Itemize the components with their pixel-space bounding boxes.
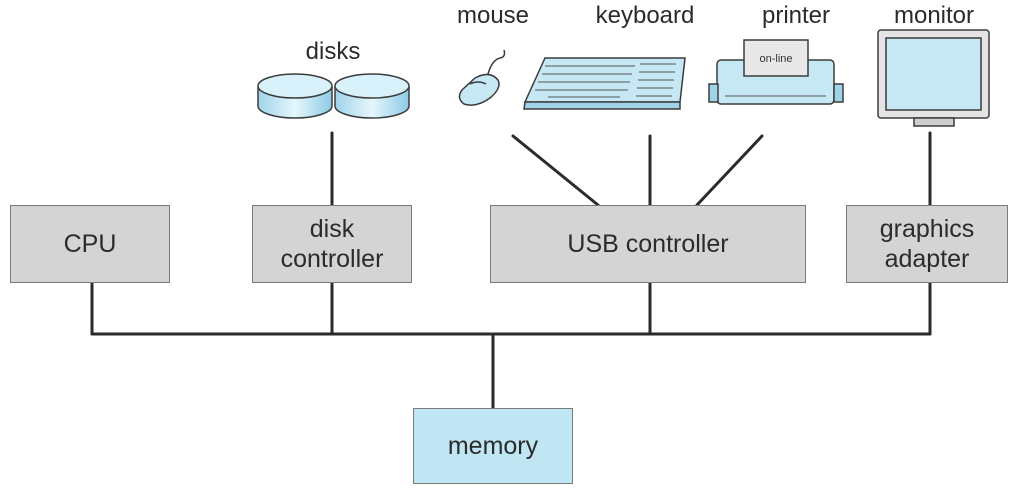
graphics-adapter-label-line2: adapter [884, 245, 970, 273]
monitor-icon [877, 29, 990, 127]
mouse-icon [458, 49, 506, 106]
disk-drive-icon [257, 73, 410, 119]
printer-screen-text: on-line [759, 53, 792, 65]
disk-controller-box: disk controller [252, 205, 412, 283]
disk-left-icon [257, 73, 333, 119]
graphics-adapter-box: graphics adapter [846, 205, 1008, 283]
mouse-label: mouse [456, 2, 530, 29]
printer-icon: on-line [708, 39, 844, 105]
mouse-link [511, 134, 600, 207]
keyboard-keys [535, 63, 676, 98]
graphics-adapter-label-line1: graphics [879, 215, 975, 243]
disks-label: disks [305, 38, 361, 65]
usb-controller-box: USB controller [490, 205, 806, 283]
disk-controller-label-line2: controller [280, 245, 384, 273]
disk-controller-label-line1: disk [309, 215, 355, 243]
monitor-label: monitor [893, 2, 975, 29]
printer-label: printer [761, 2, 831, 29]
printer-link [695, 134, 764, 207]
memory-box: memory [413, 408, 573, 484]
cpu-label: CPU [63, 230, 117, 258]
keyboard-icon [523, 57, 686, 110]
keyboard-label: keyboard [595, 2, 695, 29]
usb-controller-label: USB controller [567, 230, 729, 258]
memory-label: memory [447, 432, 539, 460]
cpu-box: CPU [10, 205, 170, 283]
disk-right-icon [334, 73, 410, 119]
